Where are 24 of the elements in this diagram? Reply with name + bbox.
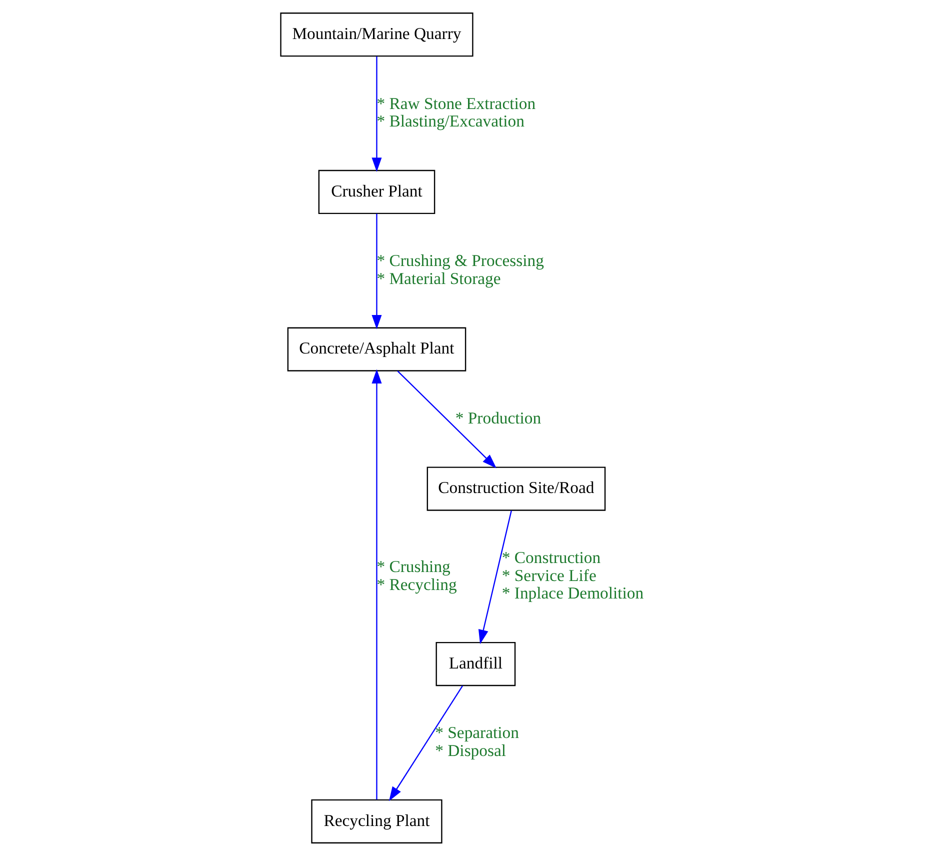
edge-label: * Inplace Demolition — [501, 584, 644, 603]
arrow — [371, 369, 382, 800]
edge-label: * Recycling — [376, 574, 456, 594]
arrow — [388, 686, 463, 802]
edge-label: * Construction — [501, 548, 600, 567]
edge-label: * Crushing — [376, 556, 450, 576]
node-box: Landfill — [435, 642, 516, 686]
node-box: Recycling Plant — [310, 799, 442, 844]
edge-label: * Material Storage — [376, 268, 500, 288]
edge-label: * Disposal — [434, 741, 506, 760]
arrow — [371, 214, 382, 330]
arrow — [371, 56, 382, 172]
node-box: Concrete/Asphalt Plant — [286, 327, 466, 372]
edge-label: * Service Life — [501, 566, 596, 585]
node-box: Crusher Plant — [318, 170, 435, 214]
edge-label: * Production — [454, 408, 541, 428]
edge-label: * Raw Stone Extraction — [376, 94, 536, 113]
edge-label: * Crushing & Processing — [376, 251, 544, 270]
edge-label: * Separation — [434, 723, 518, 742]
arrow — [396, 370, 496, 468]
node-box: Construction Site/Road — [426, 466, 606, 511]
node-box: Mountain/Marine Quarry — [280, 12, 473, 57]
arrow — [478, 510, 512, 644]
edge-label: * Blasting/Excavation — [376, 112, 524, 131]
